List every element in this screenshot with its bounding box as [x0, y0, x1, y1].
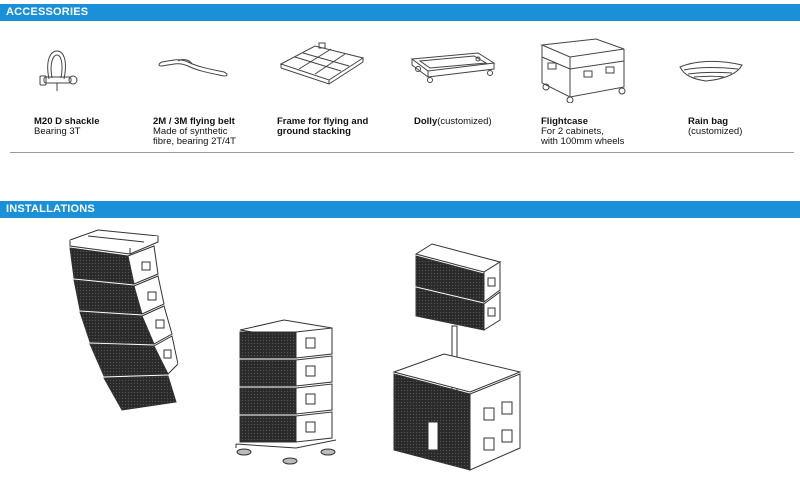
belt-spec-line2: fibre, bearing 2T/4T [153, 136, 236, 147]
flightcase-spec-line1: For 2 cabinets, [541, 126, 604, 137]
dolly-icon [410, 52, 496, 83]
dolly-suffix: (customized) [437, 116, 492, 127]
installations-header: INSTALLATIONS [0, 201, 800, 218]
flightcase-spec-line2: with 100mm wheels [541, 136, 625, 147]
accessory-rain-bag: Rain bag (customized) [688, 117, 742, 137]
section-divider [10, 152, 794, 153]
dolly-title: Dolly [414, 116, 438, 127]
accessory-flightcase: Flightcase For 2 cabinets, with 100mm wh… [541, 117, 624, 147]
ground-stack-icon [235, 319, 337, 465]
pole-mount-icon [392, 243, 522, 471]
belt-icon [158, 59, 228, 77]
shackle-spec: Bearing 3T [34, 126, 81, 137]
belt-title: 2M / 3M flying belt [153, 116, 235, 127]
shackle-title: M20 D shackle [34, 116, 100, 127]
accessory-dolly: Dolly(customized) [414, 117, 492, 127]
shackle-icon [39, 50, 78, 91]
frame-title-line2: ground stacking [277, 126, 351, 137]
frame-title: Frame for flying and [277, 116, 369, 127]
flown-array-icon [69, 229, 178, 411]
rain-bag-spec: (customized) [688, 126, 743, 137]
accessories-heading: ACCESSORIES [6, 6, 89, 18]
flightcase-title: Flightcase [541, 116, 588, 127]
accessories-header: ACCESSORIES [0, 4, 800, 21]
accessory-flying-belt: 2M / 3M flying belt Made of synthetic fi… [153, 117, 236, 147]
belt-spec-line1: Made of synthetic [153, 126, 228, 137]
installations-heading: INSTALLATIONS [6, 203, 95, 215]
rain-bag-icon [679, 60, 743, 82]
flightcase-icon [540, 38, 626, 103]
rain-bag-title: Rain bag [688, 116, 729, 127]
accessory-shackle: M20 D shackle Bearing 3T [34, 117, 99, 137]
accessory-frame: Frame for flying and ground stacking [277, 117, 368, 137]
frame-icon [279, 42, 365, 85]
